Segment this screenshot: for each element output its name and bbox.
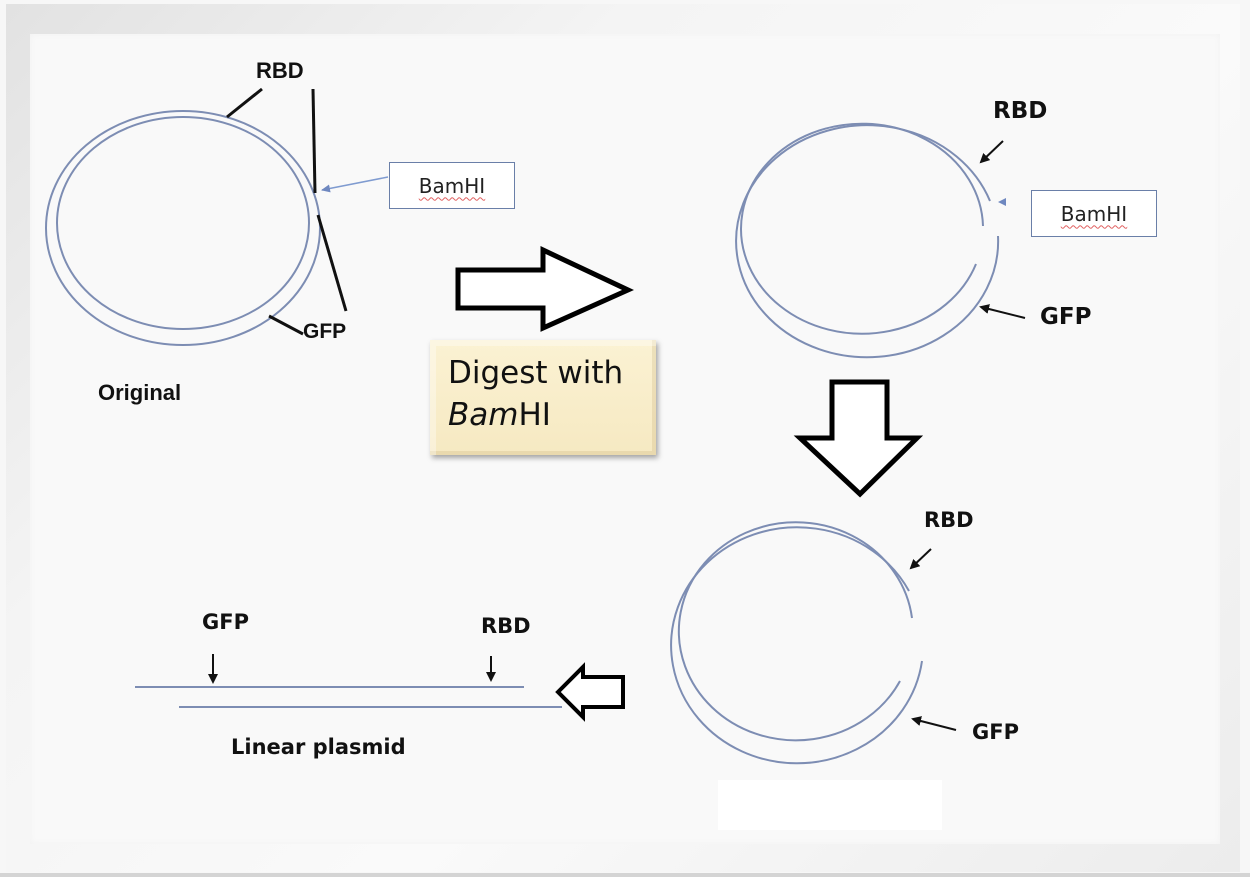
opened-rbd-label: RBD (924, 508, 974, 532)
cut-gfp-label: GFP (1040, 304, 1092, 330)
inner-strand (740, 122, 984, 335)
gfp-pointer-arrow (911, 716, 957, 731)
original-bamhi-label: BamHI (418, 173, 486, 198)
bamhi-pointer-arrow (321, 176, 389, 193)
original-gfp-label: GFP (303, 320, 347, 343)
inner-strand (56, 116, 310, 330)
linear-gfp-label: GFP (202, 610, 249, 634)
outer-strand (670, 526, 923, 765)
blank-caption-patch (718, 780, 942, 830)
frame-bottom-edge (0, 873, 1250, 877)
rbd-pointer-line (226, 87, 263, 119)
outer-strand (735, 124, 1000, 359)
opened-gfp-label: GFP (972, 720, 1019, 744)
inner-strand (677, 521, 913, 742)
linear-rbd-label: RBD (481, 614, 531, 638)
block-arrow-right-icon (455, 246, 634, 332)
cut-plasmid (735, 122, 1026, 359)
rbd-pointer-arrow (909, 548, 932, 570)
opened-plasmid (670, 521, 957, 765)
digest-step-box: Digest with BamHI (430, 340, 656, 455)
block-arrow-left-icon (555, 662, 625, 722)
cut-rbd-label: RBD (993, 98, 1048, 124)
digest-line2: BamHI (448, 394, 656, 436)
digest-line1: Digest with (448, 355, 624, 391)
bamhi-pointer-head-icon (998, 198, 1006, 206)
cut-bamhi-box: BamHI (1031, 190, 1157, 237)
linear-caption: Linear plasmid (231, 735, 406, 759)
bamhi-site-line-lower (316, 214, 348, 312)
digest-line2-rest: HI (518, 397, 551, 433)
original-bamhi-box: BamHI (389, 162, 515, 209)
gfp-pointer-arrow (979, 304, 1026, 319)
cut-bamhi-label: BamHI (1060, 201, 1128, 226)
original-caption: Original (98, 380, 182, 405)
rbd-pointer-arrow (979, 140, 1004, 164)
outer-strand (45, 110, 321, 346)
digest-line2-italic: Bam (448, 397, 519, 433)
bamhi-site-line-upper (311, 88, 317, 194)
original-plasmid (45, 87, 389, 346)
block-arrow-down-icon (793, 379, 924, 498)
gfp-pointer-line (268, 314, 304, 336)
original-rbd-label: RBD (256, 58, 304, 83)
linear-plasmid (135, 654, 562, 708)
